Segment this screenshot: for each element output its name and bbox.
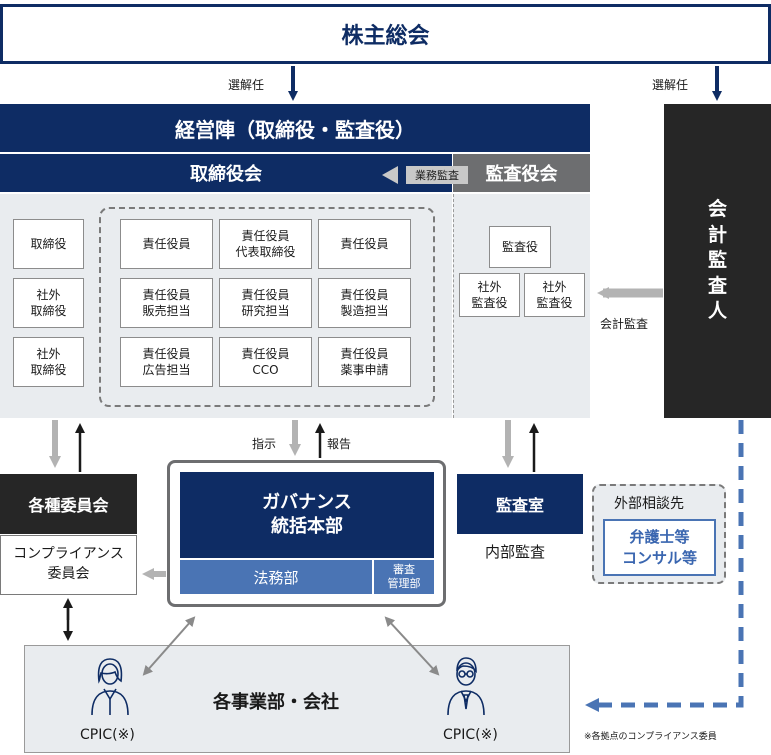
accounting-audit-label: 会計監査: [600, 317, 649, 331]
officer-label: 責任役員 製造担当: [340, 287, 389, 318]
audit-board-label: 監査役会: [485, 164, 558, 185]
officer-label: 責任役員 CCO: [241, 346, 290, 377]
management-header: 経営陣（取締役・監査役）: [0, 104, 590, 152]
officer-label: 責任役員 研究担当: [241, 287, 290, 318]
governance-label: ガバナンス 統括本部: [262, 491, 352, 537]
lawyers-label: 弁護士等 コンサル等: [621, 528, 697, 567]
officer-box: 責任役員 研究担当: [219, 278, 312, 328]
instruct-label: 指示: [252, 437, 277, 451]
business-audit-chip: 業務監査: [406, 166, 468, 184]
governance-cpic-left-arrow: [142, 616, 196, 676]
outside-auditor-box: 社外 監査役: [524, 273, 585, 317]
officer-box: 責任役員 薬事申請: [318, 337, 411, 387]
officer-box: 責任役員 代表取締役: [219, 219, 312, 269]
review-dept-box: 審査 管理部: [374, 560, 434, 594]
officer-label: 責任役員: [142, 236, 191, 251]
legal-dept-label: 法務部: [253, 568, 299, 587]
legal-dept-box: 法務部: [180, 560, 372, 594]
management-label: 経営陣（取締役・監査役）: [175, 117, 415, 142]
director-box: 取締役: [13, 219, 84, 269]
report-label: 報告: [327, 437, 352, 451]
appoint-label-left: 選解任: [228, 78, 265, 92]
officer-box: 責任役員: [120, 219, 213, 269]
audit-office-box: 監査室: [457, 474, 583, 534]
committees-box: 各種委員会: [0, 474, 137, 534]
female-person-icon: [91, 658, 129, 716]
governance-box: ガバナンス 統括本部: [180, 472, 434, 558]
external-consult-label: 外部相談先: [614, 496, 684, 512]
divisions-label: 各事業部・会社: [213, 692, 339, 713]
officer-box: 責任役員 製造担当: [318, 278, 411, 328]
review-dept-label: 審査 管理部: [387, 563, 421, 590]
auditor-box: 監査役: [489, 226, 551, 268]
outside-director-label: 社外 取締役: [30, 287, 67, 318]
compliance-committee-label: コンプライアンス 委員会: [13, 546, 124, 582]
shareholders-meeting-box: 株主総会: [0, 4, 771, 64]
outside-director-box: 社外 取締役: [13, 278, 84, 328]
board-header: 取締役会: [0, 154, 452, 192]
committees-label: 各種委員会: [28, 496, 109, 515]
outside-auditor-label: 社外 監査役: [471, 279, 508, 310]
outside-auditor-label: 社外 監査役: [536, 279, 573, 310]
auditor-label: 監査役: [501, 239, 538, 254]
officer-label: 責任役員 販売担当: [142, 287, 191, 318]
outside-director-label: 社外 取締役: [30, 346, 67, 377]
compliance-committee-box: コンプライアンス 委員会: [0, 535, 137, 595]
officer-box: 責任役員 販売担当: [120, 278, 213, 328]
business-audit-label: 業務監査: [415, 169, 459, 182]
appoint-label-right: 選解任: [652, 78, 689, 92]
accounting-auditor-box: 会 計 監 査 人: [664, 104, 771, 418]
accounting-auditor-label: 会 計 監 査 人: [707, 197, 727, 323]
male-person-icon: [447, 657, 485, 716]
officer-box: 責任役員 広告担当: [120, 337, 213, 387]
officer-label: 責任役員 代表取締役: [235, 228, 296, 259]
officer-box: 責任役員: [318, 219, 411, 269]
officers-group: [99, 207, 435, 407]
accounting-auditor-dashed-arrow: [585, 420, 744, 712]
board-label: 取締役会: [190, 164, 262, 185]
shareholders-meeting-label: 株主総会: [341, 24, 430, 49]
director-label: 取締役: [30, 236, 67, 251]
outside-auditor-box: 社外 監査役: [459, 273, 520, 317]
audit-board-header: 監査役会: [453, 154, 590, 192]
business-audit-arrow: [382, 166, 398, 184]
governance-cpic-right-arrow: [384, 616, 440, 676]
officer-box: 責任役員 CCO: [219, 337, 312, 387]
cpic-label-left: CPIC(※): [80, 727, 135, 743]
footnote: ※各拠点のコンプライアンス委員: [584, 732, 717, 742]
cpic-label-right: CPIC(※): [443, 727, 498, 743]
officer-label: 責任役員: [340, 236, 389, 251]
divisions-box: [24, 645, 570, 753]
outside-director-box: 社外 取締役: [13, 337, 84, 387]
officer-label: 責任役員 薬事申請: [340, 346, 389, 377]
lawyers-box: 弁護士等 コンサル等: [603, 519, 716, 576]
internal-audit-label: 内部監査: [485, 543, 546, 561]
officer-label: 責任役員 広告担当: [142, 346, 191, 377]
audit-office-label: 監査室: [495, 496, 544, 515]
